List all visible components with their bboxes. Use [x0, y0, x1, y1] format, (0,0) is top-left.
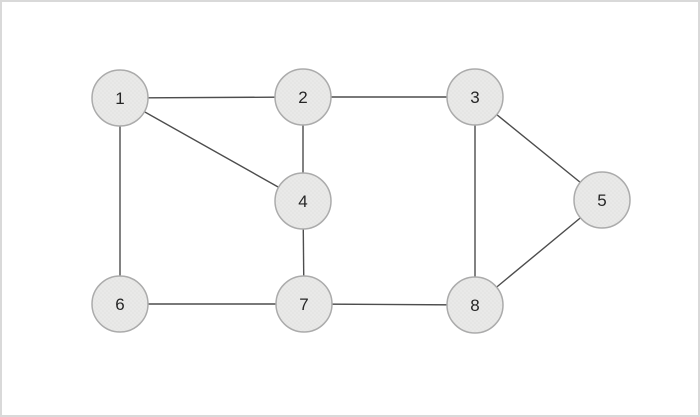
node-label-1: 1 [115, 89, 124, 108]
node-label-8: 8 [470, 296, 479, 315]
node-2: 2 [274, 68, 332, 126]
node-label-2: 2 [298, 88, 307, 107]
node-label-4: 4 [298, 192, 307, 211]
node-3: 3 [446, 68, 504, 126]
node-1: 1 [91, 69, 149, 127]
edge-1-4 [119, 97, 304, 202]
node-label-5: 5 [597, 191, 606, 210]
edge-1-2 [119, 96, 304, 99]
node-8: 8 [446, 276, 504, 334]
node-5: 5 [573, 171, 631, 229]
node-4: 4 [274, 172, 332, 230]
node-6: 6 [91, 275, 149, 333]
node-7: 7 [275, 275, 333, 333]
node-label-6: 6 [115, 295, 124, 314]
node-label-7: 7 [299, 295, 308, 314]
node-label-3: 3 [470, 88, 479, 107]
